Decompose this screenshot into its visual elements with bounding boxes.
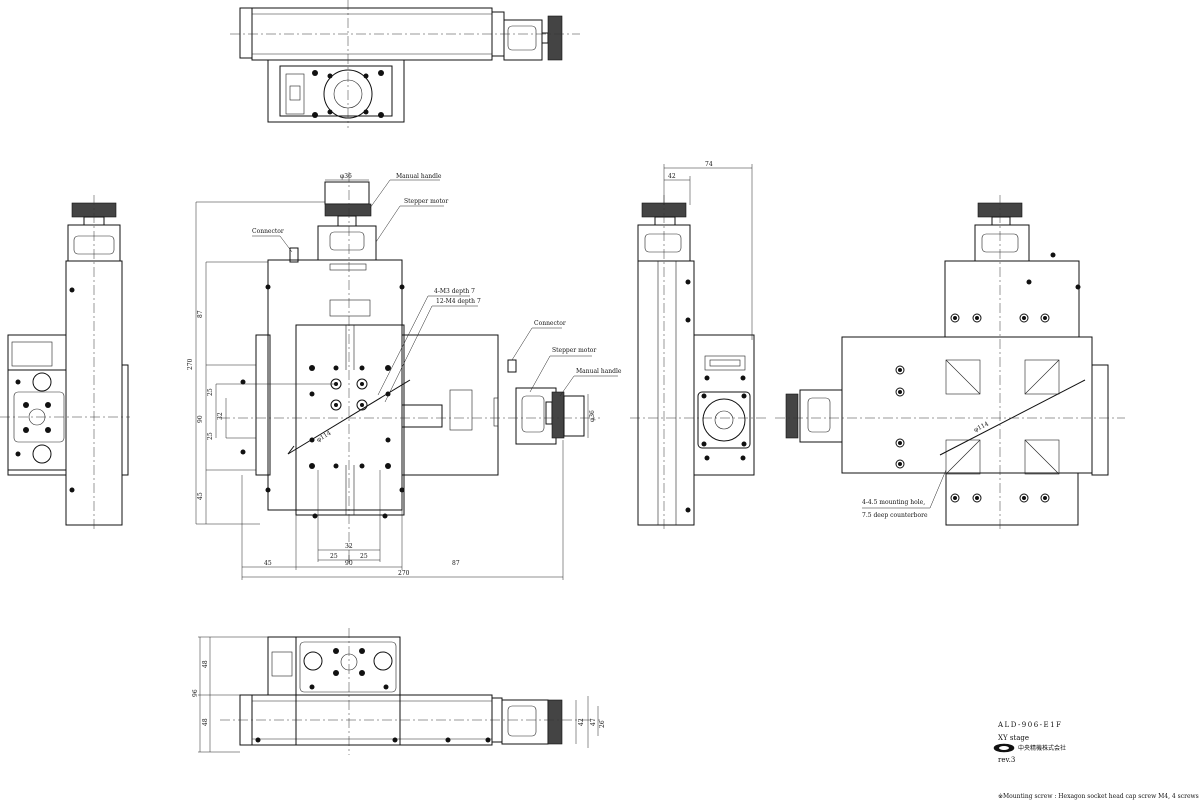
view-bottom	[775, 195, 1125, 530]
labels: Manual handle Stepper motor Connector 4-…	[187, 161, 990, 728]
dim-h-25b: 25	[207, 432, 214, 440]
dim-low-42: 42	[578, 718, 585, 726]
callout-manual-handle-top: Manual handle	[396, 173, 442, 180]
dim-h-270: 270	[187, 358, 194, 370]
dim-top-handle-dia: φ36	[340, 173, 352, 180]
title-company: 中央精機株式会社	[1018, 744, 1066, 752]
view-front-main	[195, 172, 618, 580]
dim-side-handle-dia: φ36	[589, 410, 596, 422]
footnote-mounting-screw: ※Mounting screw : Hexagon socket head ca…	[998, 793, 1199, 800]
callout-holes-m3: 4-M3 depth 7	[434, 288, 475, 295]
callout-connector-right: Connector	[534, 320, 566, 327]
dim-side-42: 42	[668, 173, 676, 180]
manual-handle-knob-icon	[547, 699, 563, 745]
dim-bolt-circle-bottom: φ114	[973, 420, 990, 433]
dim-low-48a: 48	[202, 660, 209, 668]
manual-handle-knob-icon	[551, 391, 565, 439]
callout-holes-m4: 12-M4 depth 7	[436, 298, 481, 305]
view-front-lower	[198, 628, 600, 755]
dim-low-47: 47	[590, 718, 597, 726]
callout-manual-handle-right: Manual handle	[576, 368, 622, 375]
dim-low-26: 26	[599, 720, 606, 728]
dim-h-87: 87	[197, 310, 204, 318]
manual-handle-knob-icon	[324, 203, 372, 217]
dim-h-45: 45	[197, 492, 204, 500]
dim-w-25b: 25	[360, 553, 368, 560]
view-left-side	[0, 195, 130, 530]
view-top	[230, 0, 580, 128]
title-revision: rev.3	[998, 756, 1015, 764]
callout-mounting-hole-1: 4-4.5 mounting hole,	[862, 499, 925, 506]
dim-w-32: 32	[345, 543, 353, 550]
manual-handle-knob-icon	[785, 393, 799, 439]
dim-w-25a: 25	[330, 553, 338, 560]
callout-connector-left: Connector	[252, 228, 284, 235]
view-right-side	[630, 164, 768, 530]
dim-w-270: 270	[398, 570, 410, 577]
dim-h-90: 90	[197, 415, 204, 423]
dim-w-87: 87	[452, 560, 460, 567]
dim-side-74: 74	[705, 161, 713, 168]
warning-label-icon	[329, 299, 371, 317]
title-model: ALD-906-E1F	[997, 721, 1062, 729]
dim-w-45: 45	[264, 560, 272, 567]
dim-h-32: 32	[217, 412, 224, 420]
dim-h-25a: 25	[207, 388, 214, 396]
manual-handle-knob-icon	[547, 15, 563, 61]
callout-stepper-motor-top: Stepper motor	[404, 198, 448, 205]
dim-w-90: 90	[345, 560, 353, 567]
warning-label-icon	[449, 389, 473, 431]
title-block: ALD-906-E1F XY stage 中央精機株式会社 rev.3 ※Mou…	[993, 721, 1199, 800]
dim-low-96: 96	[192, 689, 199, 697]
callout-mounting-hole-2: 7.5 deep counterbore	[862, 512, 928, 519]
dim-low-48b: 48	[202, 718, 209, 726]
title-name: XY stage	[998, 734, 1029, 742]
callout-stepper-motor-right: Stepper motor	[552, 347, 596, 354]
dim-bolt-circle-front: φ114	[315, 430, 332, 444]
